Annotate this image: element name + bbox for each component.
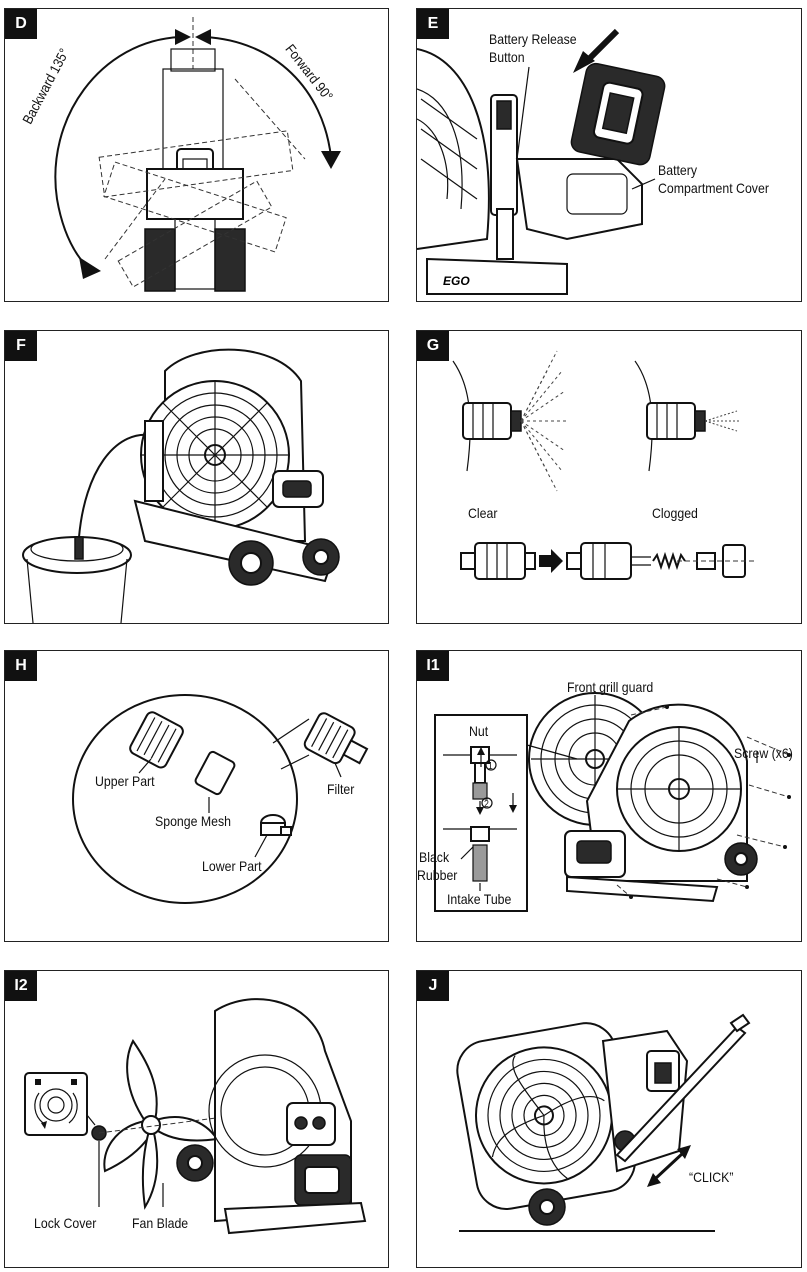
lower-part-label: Lower Part <box>202 858 262 874</box>
panel-i1-tag: I1 <box>417 651 449 681</box>
black-rubber-label-1: Black <box>419 849 450 865</box>
panel-g: G <box>416 330 802 624</box>
panel-i1: I1 <box>416 650 802 942</box>
battery-install-illustration: EGO <box>417 28 666 295</box>
compartment-cover-label-2: Compartment Cover <box>658 180 769 196</box>
nozzle-condition-illustration <box>452 350 757 580</box>
panel-i2: I2 Lock Cover Fan Blade <box>4 970 389 1268</box>
panel-j: J “CLICK” <box>416 970 802 1268</box>
panel-d-tag: D <box>5 9 37 39</box>
panel-j-tag: J <box>417 971 449 1001</box>
fan-blade-removal-illustration <box>24 998 367 1235</box>
step-1-label: 1 <box>488 761 493 772</box>
battery-release-label-1: Battery Release <box>489 31 577 47</box>
step-2-label: 2 <box>484 799 489 810</box>
screw-label: Screw (x6) <box>734 745 793 761</box>
sponge-mesh-label: Sponge Mesh <box>155 813 232 829</box>
panel-e-tag: E <box>417 9 449 39</box>
fan-blade-label: Fan Blade <box>132 1215 189 1231</box>
lock-cover-label: Lock Cover <box>34 1215 97 1231</box>
panel-f-tag: F <box>5 331 37 361</box>
upper-part-label: Upper Part <box>95 773 155 789</box>
black-rubber-label-2: Rubber <box>417 867 458 883</box>
fan-tilt-illustration <box>54 17 341 292</box>
clogged-label: Clogged <box>652 505 698 521</box>
battery-release-label-2: Button <box>489 49 525 65</box>
filter-label: Filter <box>327 781 355 797</box>
panel-g-tag: G <box>417 331 449 361</box>
panel-h-tag: H <box>5 651 37 681</box>
compartment-cover-label-1: Battery <box>658 162 698 178</box>
panel-h: H Upper Part Sponge Mesh Lower P <box>4 650 389 942</box>
panel-f: F <box>4 330 389 624</box>
water-supply-illustration <box>22 348 340 623</box>
ego-logo: EGO <box>443 274 470 288</box>
click-label: “CLICK” <box>689 1169 734 1185</box>
nut-label: Nut <box>469 723 489 739</box>
clear-label: Clear <box>468 505 498 521</box>
grill-removal-illustration <box>434 692 791 912</box>
tilted-fan-illustration <box>456 1013 751 1232</box>
filter-parts-illustration <box>72 694 369 904</box>
panel-i2-tag: I2 <box>5 971 37 1001</box>
panel-e: E EGO Battery Release Button Battery Com… <box>416 8 802 302</box>
intake-tube-label: Intake Tube <box>447 891 512 907</box>
panel-d: D Backward 135° Forward 90° <box>4 8 389 302</box>
front-grill-guard-label: Front grill guard <box>567 679 654 695</box>
